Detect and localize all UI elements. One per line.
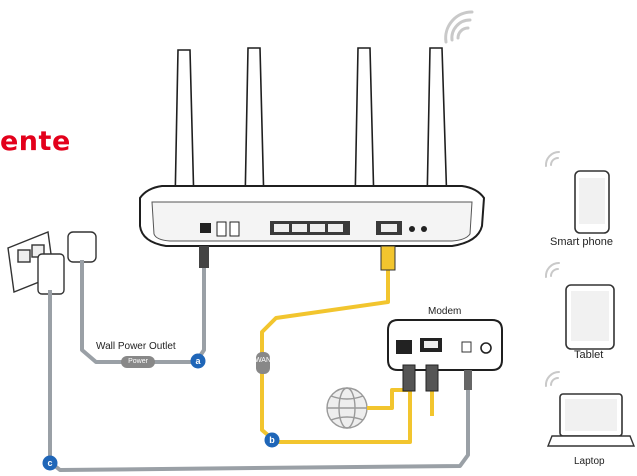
wan-tag [256, 352, 270, 374]
wan-plug-icon [380, 245, 396, 271]
antenna-1 [174, 49, 195, 206]
marker-b-label: b [269, 435, 275, 445]
laptop-icon [544, 370, 636, 447]
modem-label: Modem [428, 306, 462, 317]
laptop-label: Laptop [574, 456, 605, 467]
power-plug-icon [199, 246, 209, 268]
page-heading: ente [0, 126, 71, 157]
smart-phone-label: Smart phone [550, 236, 613, 248]
modem-power-plug-icon [464, 370, 472, 390]
tablet-icon [544, 261, 615, 350]
modem-icon [387, 319, 503, 371]
power-tag-label: Power [128, 358, 148, 365]
wall-outlet-label: Wall Power Outlet [96, 341, 176, 352]
power-tag [121, 356, 155, 368]
marker-c-label: c [47, 458, 53, 468]
antenna-3 [354, 47, 375, 206]
tablet-label: Tablet [574, 349, 604, 361]
modem-plug-icon [425, 364, 439, 392]
power-cables [48, 260, 470, 472]
marker-a-label: a [195, 356, 201, 366]
antenna-2 [244, 47, 265, 206]
wan-tag-label: WAN [254, 357, 272, 364]
marker-c [42, 455, 58, 471]
wifi-signal-icon [444, 10, 474, 44]
antenna-4 [426, 47, 448, 206]
marker-b [264, 432, 280, 448]
power-adapter-icon [37, 231, 97, 295]
smartphone-icon [544, 150, 610, 234]
globe-icon [326, 387, 368, 429]
router-icon [139, 47, 486, 247]
modem-plug-icon [402, 364, 416, 392]
marker-a [190, 353, 206, 369]
